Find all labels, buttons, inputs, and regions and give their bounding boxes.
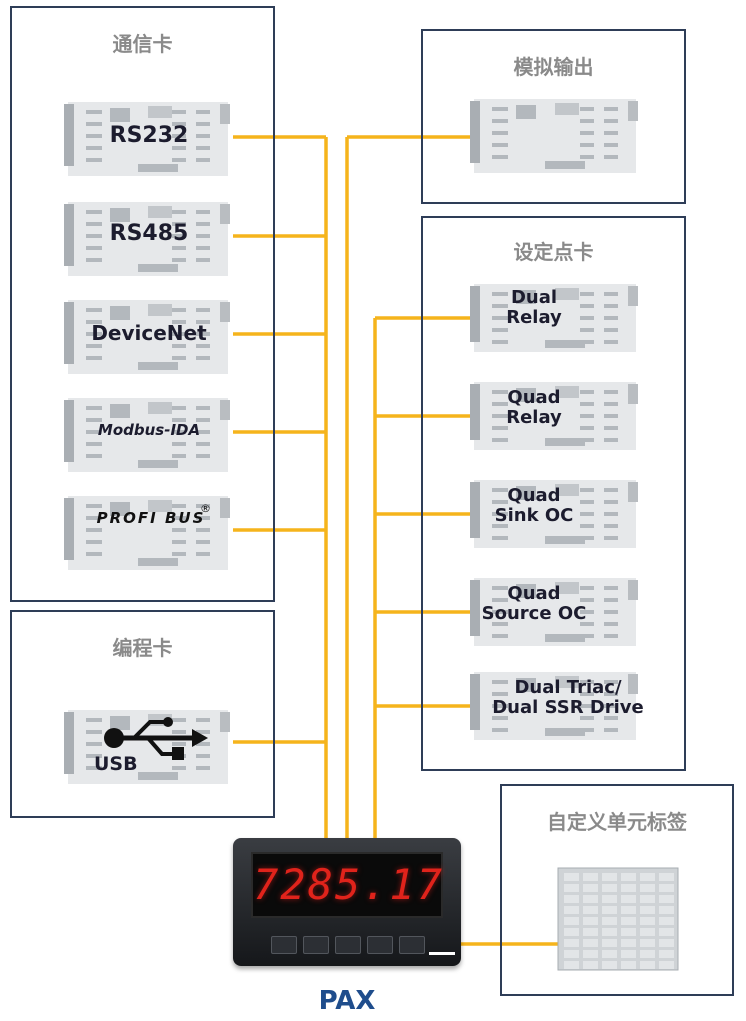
- comm-cards-title: 通信卡: [112, 32, 173, 56]
- meter-button-2[interactable]: [303, 936, 329, 954]
- comm-card-rs485: [64, 202, 230, 276]
- pax-meter: 7285.17: [233, 838, 461, 966]
- meter-button-5[interactable]: [399, 936, 425, 954]
- comm-card-rs232: [64, 102, 230, 176]
- usb-icon: [104, 717, 208, 760]
- custom-unit-label-sheet: [557, 867, 679, 971]
- setpoint-card-4: [470, 578, 638, 646]
- setpoint-cards-frame: [421, 216, 686, 771]
- comm-card-profibus: [64, 496, 230, 570]
- display-readout: 7285.17: [253, 860, 445, 909]
- setpoint-card-1: [470, 284, 638, 352]
- setpoint-card-3: [470, 480, 638, 548]
- rs485-label: RS485: [109, 221, 189, 246]
- programming-card-frame: [10, 610, 275, 818]
- meter-display: 7285.17: [251, 852, 443, 918]
- meter-button-3[interactable]: [335, 936, 361, 954]
- programming-card-title: 编程卡: [112, 636, 173, 660]
- comm-card-modbus: [64, 398, 230, 472]
- meter-button-4[interactable]: [367, 936, 393, 954]
- setpoint-card-2: [470, 382, 638, 450]
- setpoint-cards-title: 设定点卡: [513, 240, 594, 264]
- analog-output-title: 模拟输出: [513, 55, 594, 79]
- custom-label-title: 自定义单元标签: [547, 810, 687, 834]
- modbus-ida-label: Modbus-IDA: [97, 421, 201, 439]
- profibus-label: PROFI BUS: [96, 509, 206, 527]
- setpoint-card-5: [470, 672, 638, 740]
- analog-output-frame: [421, 29, 686, 204]
- device-name: PAX: [318, 986, 376, 1016]
- status-led: [429, 952, 455, 955]
- registered-mark-icon: ®: [200, 502, 211, 515]
- meter-button-1[interactable]: [271, 936, 297, 954]
- custom-label-frame: [500, 784, 734, 996]
- setpoint-card-label-5: Dual Triac/Dual SSR Drive: [492, 677, 644, 719]
- usb-label: USB: [94, 753, 138, 775]
- rs232-label: RS232: [109, 123, 189, 148]
- analog-output-card: [470, 99, 638, 173]
- comm-cards-frame: [10, 6, 275, 602]
- comm-card-devicenet: [64, 300, 230, 374]
- devicenet-label: DeviceNet: [91, 321, 207, 345]
